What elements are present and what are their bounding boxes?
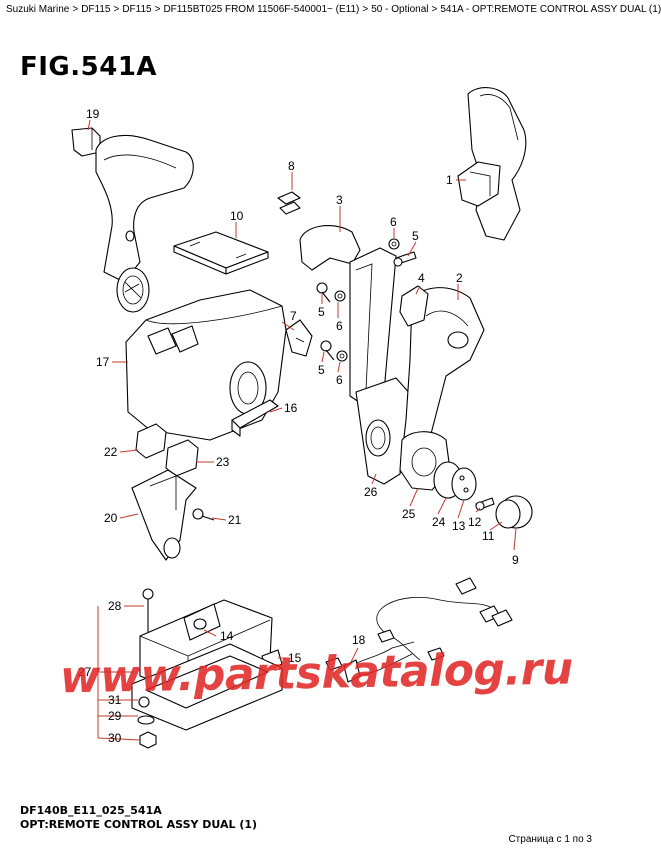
part-22-block[interactable]: [135, 423, 167, 459]
breadcrumb-separator: >: [113, 4, 120, 15]
part-6-washer[interactable]: [388, 238, 400, 250]
part-21-bolt[interactable]: [192, 508, 215, 521]
part-7-cover[interactable]: [285, 319, 313, 357]
callout-17: 17: [96, 355, 110, 369]
figure-title: FIG.541A: [20, 52, 158, 82]
breadcrumb-separator: >: [431, 4, 438, 15]
callout-6: 6: [390, 215, 397, 229]
callout-labels: 19 8 10 3 1 6 5 4 2 7 5 6 5 6 17 16 22 2…: [78, 107, 519, 745]
page-indicator: Страница с 1 по 3: [508, 834, 592, 845]
callout-23: 23: [216, 455, 230, 469]
part-13-disc[interactable]: [451, 467, 477, 501]
callout-22: 22: [104, 445, 118, 459]
part-28-bolt[interactable]: [142, 588, 154, 632]
throttle-lever-left[interactable]: [95, 134, 194, 313]
callout-7: 7: [290, 309, 297, 323]
breadcrumb-suzuki-marine[interactable]: Suzuki Marine: [6, 4, 70, 15]
callout-19: 19: [86, 107, 100, 121]
part-23-block[interactable]: [165, 439, 199, 477]
leader-lines: [87, 119, 517, 741]
part-30-nut[interactable]: [139, 731, 157, 749]
callout-16: 16: [284, 401, 298, 415]
part-1-handle[interactable]: [457, 87, 527, 241]
part-18-harness[interactable]: [325, 577, 513, 683]
callout-29: 29: [108, 709, 122, 723]
part-29-washer[interactable]: [137, 715, 155, 725]
breadcrumb-separator: >: [72, 4, 79, 15]
breadcrumb-separator: >: [154, 4, 161, 15]
callout-15: 15: [288, 651, 302, 665]
callout-12: 12: [468, 515, 482, 529]
callout-5: 5: [318, 305, 325, 319]
breadcrumb-separator: >: [362, 4, 369, 15]
callout-1: 1: [446, 173, 453, 187]
part-27-gasket[interactable]: [131, 643, 283, 731]
callout-8: 8: [288, 159, 295, 173]
breadcrumb-current-page: 541A - OPT:REMOTE CONTROL ASSY DUAL (1): [440, 4, 661, 15]
part-26-arm[interactable]: [355, 377, 413, 485]
diagram-description: OPT:REMOTE CONTROL ASSY DUAL (1): [20, 818, 258, 831]
callout-30: 30: [108, 731, 122, 745]
callout-6: 6: [336, 319, 343, 333]
part-9-cap[interactable]: [495, 495, 533, 529]
breadcrumb: Suzuki Marine>DF115>DF115>DF115BT025 FRO…: [6, 4, 661, 16]
callout-25: 25: [402, 507, 416, 521]
callout-5: 5: [318, 363, 325, 377]
callout-14: 14: [220, 629, 234, 643]
diagram-code: DF140B_E11_025_541A: [20, 804, 162, 817]
watermark-text: www.partskatalog.ru: [59, 643, 574, 704]
part-6-washer[interactable]: [336, 350, 348, 362]
callout-9: 9: [512, 553, 519, 567]
breadcrumb-serial-range[interactable]: DF115BT025 FROM 11506F-540001~ (E11): [163, 4, 360, 15]
callout-11: 11: [482, 529, 495, 543]
callout-24: 24: [432, 515, 446, 529]
callout-10: 10: [230, 209, 244, 223]
part-12-screw[interactable]: [475, 497, 495, 511]
callout-2: 2: [456, 271, 463, 285]
part-5-screw[interactable]: [320, 340, 335, 361]
callout-13: 13: [452, 519, 466, 533]
callout-27: 27: [78, 665, 92, 679]
part-3-bracket[interactable]: [299, 225, 397, 409]
part-6-washer[interactable]: [334, 290, 346, 302]
part-10-plate[interactable]: [173, 231, 269, 275]
callout-3: 3: [336, 193, 343, 207]
part-16-plate[interactable]: [231, 399, 279, 437]
breadcrumb-optional[interactable]: 50 - Optional: [371, 4, 429, 15]
part-31-collar[interactable]: [138, 696, 150, 708]
part-4-knob[interactable]: [399, 285, 429, 327]
part-5-screw[interactable]: [393, 251, 417, 267]
callout-4: 4: [418, 271, 425, 285]
part-20-bracket[interactable]: [131, 469, 197, 561]
callout-18: 18: [352, 633, 366, 647]
callout-31: 31: [108, 693, 122, 707]
callout-5: 5: [412, 229, 419, 243]
callout-6: 6: [336, 373, 343, 387]
callout-21: 21: [228, 513, 242, 527]
breadcrumb-df115-variant[interactable]: DF115: [122, 4, 152, 15]
parts-diagram: 19 8 10 3 1 6 5 4 2 7 5 6 5 6 17 16 22 2…: [71, 87, 533, 749]
callout-20: 20: [104, 511, 118, 525]
callout-28: 28: [108, 599, 122, 613]
part-17-housing[interactable]: [125, 289, 287, 441]
part-8-clip[interactable]: [277, 191, 301, 215]
part-5-screw[interactable]: [316, 282, 331, 303]
breadcrumb-df115-model[interactable]: DF115: [81, 4, 111, 15]
callout-26: 26: [364, 485, 378, 499]
